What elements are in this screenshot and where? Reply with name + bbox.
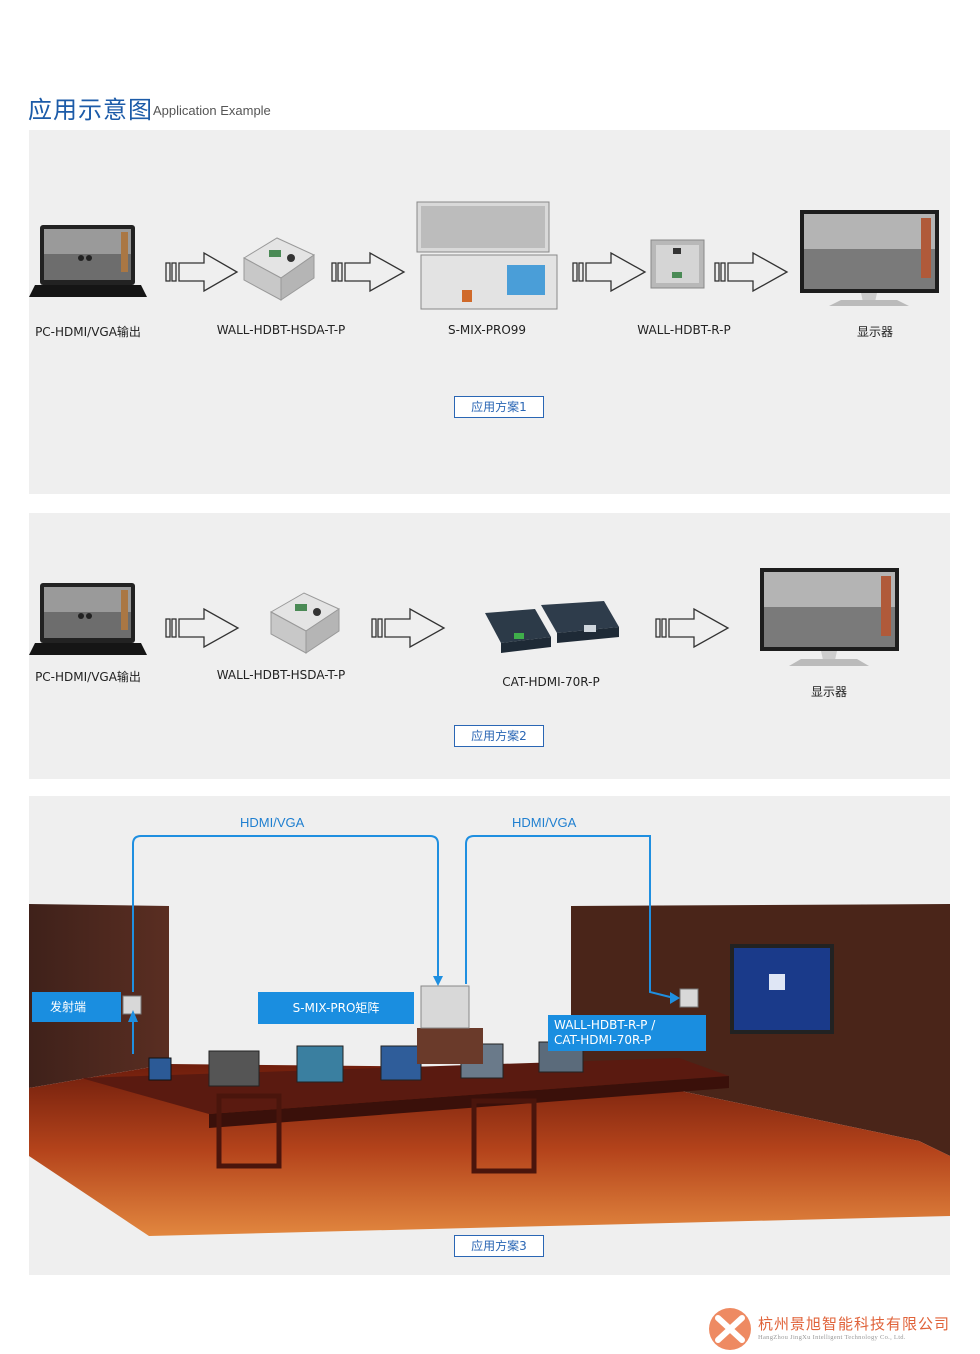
scheme1-item-matrix: S-MIX-PRO99 <box>447 323 527 337</box>
scheme3-tag: 应用方案3 <box>454 1235 544 1257</box>
wall-plate-receiver-icon <box>650 239 705 289</box>
signal-lines <box>132 835 675 999</box>
transmitter-plate-icon <box>122 995 142 1015</box>
scheme1-panel: PC-HDMI/VGA输出 WALL-HDBT-HSDA-T-P S-MIX-P… <box>29 130 950 494</box>
laptop-icon <box>29 583 147 655</box>
company-name-en: HangZhou JingXu Intelligent Technology C… <box>758 1334 906 1341</box>
laptop-icon <box>29 225 147 297</box>
monitor-icon <box>760 568 899 666</box>
receiver-label: WALL-HDBT-R-P / CAT-HDMI-70R-P <box>548 1015 706 1051</box>
scheme1-item-display: 显示器 <box>856 325 894 339</box>
scheme2-diagram <box>29 568 899 666</box>
arrow-right-icon <box>165 607 240 649</box>
matrix-switcher-icon <box>420 985 470 1029</box>
receiver-plate-icon <box>679 988 699 1008</box>
laptop-icon <box>296 1045 344 1083</box>
chair-icon <box>471 1098 537 1174</box>
link-left-label: HDMI/VGA <box>240 815 305 830</box>
scheme1-item-transmitter: WALL-HDBT-HSDA-T-P <box>216 323 346 337</box>
scheme3-panel: HDMI/VGA HDMI/VGA 发射端 S-MIX-PRO矩阵 WALL-H… <box>29 796 950 1275</box>
scheme2-item-display: 显示器 <box>810 685 848 699</box>
matrix-label: S-MIX-PRO矩阵 <box>258 992 414 1024</box>
company-name-cn: 杭州景旭智能科技有限公司 <box>758 1315 951 1333</box>
wall-plate-transmitter-icon <box>242 237 316 301</box>
scheme1-diagram <box>29 201 939 310</box>
scheme1-tag: 应用方案1 <box>454 396 544 418</box>
chair-icon <box>216 1093 282 1169</box>
signal-arrowheads <box>128 976 680 1022</box>
scheme1-item-pc: PC-HDMI/VGA输出 <box>35 325 141 339</box>
page-subtitle: Application Example <box>153 103 271 118</box>
page-title: 应用示意图 <box>28 96 153 124</box>
cabinet <box>417 1028 483 1064</box>
arrow-right-icon <box>165 251 239 293</box>
link-right-label: HDMI/VGA <box>512 815 577 830</box>
laptop-icon <box>208 1050 260 1087</box>
scheme2-item-transmitter: WALL-HDBT-HSDA-T-P <box>216 668 346 682</box>
receiver-label-line1: WALL-HDBT-R-P / <box>554 1018 656 1032</box>
arrow-right-icon <box>714 251 789 293</box>
company-logo-icon <box>709 1308 751 1350</box>
scheme2-panel: PC-HDMI/VGA输出 WALL-HDBT-HSDA-T-P CAT-HDM… <box>29 513 950 779</box>
laptop-icon <box>380 1045 422 1081</box>
arrow-right-icon <box>572 251 647 293</box>
arrow-right-icon <box>371 607 446 649</box>
conference-room-scene <box>29 835 950 1236</box>
scheme2-item-pc: PC-HDMI/VGA输出 <box>35 670 141 684</box>
transmitter-laptop-icon <box>148 1057 172 1081</box>
arrow-right-icon <box>655 607 730 649</box>
matrix-switcher-icon <box>416 201 558 310</box>
receiver-label-line2: CAT-HDMI-70R-P <box>554 1033 652 1047</box>
transmitter-label: 发射端 <box>32 992 121 1022</box>
scheme2-tag: 应用方案2 <box>454 725 544 747</box>
wall-plate-transmitter-icon <box>269 592 341 654</box>
extender-box-icon <box>485 601 619 653</box>
scheme2-item-extender: CAT-HDMI-70R-P <box>502 675 600 689</box>
monitor-icon <box>800 210 939 306</box>
arrow-right-icon <box>331 251 406 293</box>
scheme1-item-receiver: WALL-HDBT-R-P <box>637 323 731 337</box>
